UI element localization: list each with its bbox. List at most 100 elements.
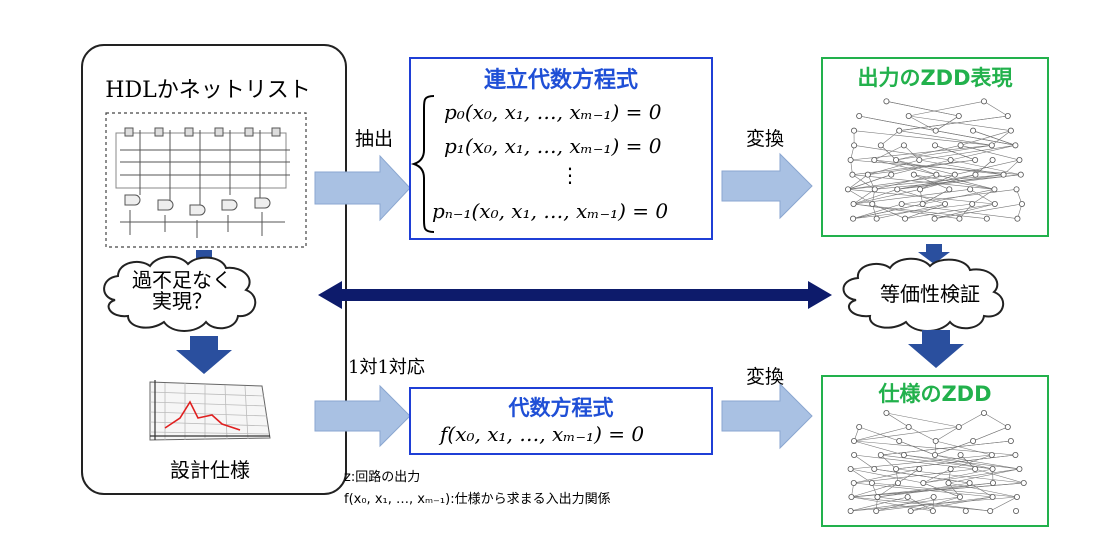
zdd-node: [931, 451, 938, 458]
zdd-edge: [923, 468, 1020, 484]
zdd-node: [1000, 171, 1007, 178]
zdd-node: [947, 156, 954, 163]
zdd-node: [873, 507, 880, 514]
zdd-node: [916, 156, 923, 163]
zdd-edge: [897, 174, 976, 190]
zdd-node: [988, 142, 995, 149]
zdd-edge: [913, 174, 950, 190]
zdd-node: [1017, 171, 1024, 178]
zdd-node: [896, 437, 903, 444]
zdd-edge: [859, 426, 900, 442]
cloud-right-shape: [842, 257, 1005, 332]
zdd-node: [850, 215, 857, 222]
zdd-node: [988, 451, 995, 458]
zdd-edge: [935, 440, 992, 456]
zdd-edge: [903, 454, 1020, 470]
zdd-node: [883, 409, 890, 416]
zdd-edge: [970, 189, 995, 205]
zdd-edge: [991, 130, 1012, 146]
zdd-edge: [950, 454, 992, 470]
zdd-edge: [983, 101, 1008, 117]
convert-top-arrow: [721, 152, 813, 220]
zdd-edge: [867, 159, 920, 175]
zdd-edge: [847, 174, 892, 190]
zdd-node: [900, 142, 907, 149]
zdd-node: [969, 200, 976, 207]
zdd-node: [871, 465, 878, 472]
cloud-left-shape: [103, 255, 257, 332]
zdd-edge: [903, 145, 920, 161]
zdd-edge: [934, 203, 995, 219]
zdd-top-down-arrow: [918, 244, 950, 264]
zdd-edge: [975, 468, 1024, 484]
zdd-edge: [874, 145, 905, 161]
zdd-edge: [934, 203, 1022, 219]
zdd-node: [970, 437, 977, 444]
zdd-node: [917, 186, 924, 193]
zdd-bottom-title: 仕様のZDD: [878, 382, 992, 406]
zdd-node: [851, 127, 858, 134]
eq-dots: ⋮: [560, 163, 580, 187]
zdd-node: [933, 171, 940, 178]
system-brace: [410, 95, 435, 233]
system-box-frame: [409, 57, 713, 240]
zdd-node: [905, 113, 912, 120]
zdd-edge: [1003, 159, 1020, 175]
zdd-node: [1004, 113, 1011, 120]
zdd-node: [896, 127, 903, 134]
zdd-node: [957, 142, 964, 149]
zdd-edge: [936, 174, 995, 190]
zdd-node: [894, 479, 901, 486]
zdd-node: [907, 507, 914, 514]
zdd-edge: [895, 145, 992, 161]
zdd-edge: [859, 115, 936, 131]
zdd-edge: [874, 174, 1021, 190]
zdd-node: [942, 200, 949, 207]
equivalence-label: 等価性検証: [880, 282, 980, 306]
zdd-edge: [908, 101, 985, 117]
zdd-edge: [935, 130, 1016, 146]
zdd-edge: [880, 454, 897, 470]
zdd-edge: [853, 189, 921, 205]
zdd-edge: [923, 468, 951, 484]
spec-label: 設計仕様: [170, 458, 250, 482]
zdd-node: [844, 186, 851, 193]
zdd-node: [902, 215, 909, 222]
zdd-edge: [922, 189, 950, 205]
zdd-node: [989, 493, 996, 500]
zdd-node: [1007, 437, 1014, 444]
zdd-edge: [935, 426, 959, 442]
zdd-node: [847, 156, 854, 163]
zdd-node: [851, 142, 858, 149]
zdd-edge: [874, 468, 970, 484]
zdd-edge: [950, 159, 1021, 175]
zdd-node: [851, 451, 858, 458]
zdd-edge: [850, 496, 908, 512]
zdd-node: [972, 156, 979, 163]
zdd-node: [967, 186, 974, 193]
zdd-edge: [874, 174, 937, 190]
zdd-edge: [853, 454, 875, 470]
zdd-node: [972, 171, 979, 178]
zdd-edge: [904, 203, 946, 219]
double-arrow: [318, 281, 832, 309]
zdd-edge: [853, 440, 904, 456]
zdd-edge: [948, 468, 1020, 484]
zdd-edge: [886, 412, 909, 428]
zdd-node: [955, 113, 962, 120]
zdd-top-graph-image: [844, 98, 1025, 222]
zdd-node: [989, 479, 996, 486]
zdd-edge: [935, 115, 959, 131]
zdd-edge: [854, 440, 1016, 456]
eq-p1: p₁(x₀, x₁, …, xₘ₋₁) = 0: [444, 134, 662, 158]
zdd-edge: [908, 115, 1011, 131]
note-f: f(x₀, x₁, …, xₘ₋₁):仕様から求まる入出力関係: [344, 492, 611, 507]
zdd-edge: [907, 496, 934, 512]
one-to-one-arrow: [314, 384, 411, 448]
zdd-node: [868, 479, 875, 486]
zdd-edge: [895, 454, 1016, 470]
zdd-node: [955, 423, 962, 430]
single-box-title: 代数方程式: [508, 396, 614, 420]
zdd-node: [945, 479, 952, 486]
zdd-node: [893, 156, 900, 163]
